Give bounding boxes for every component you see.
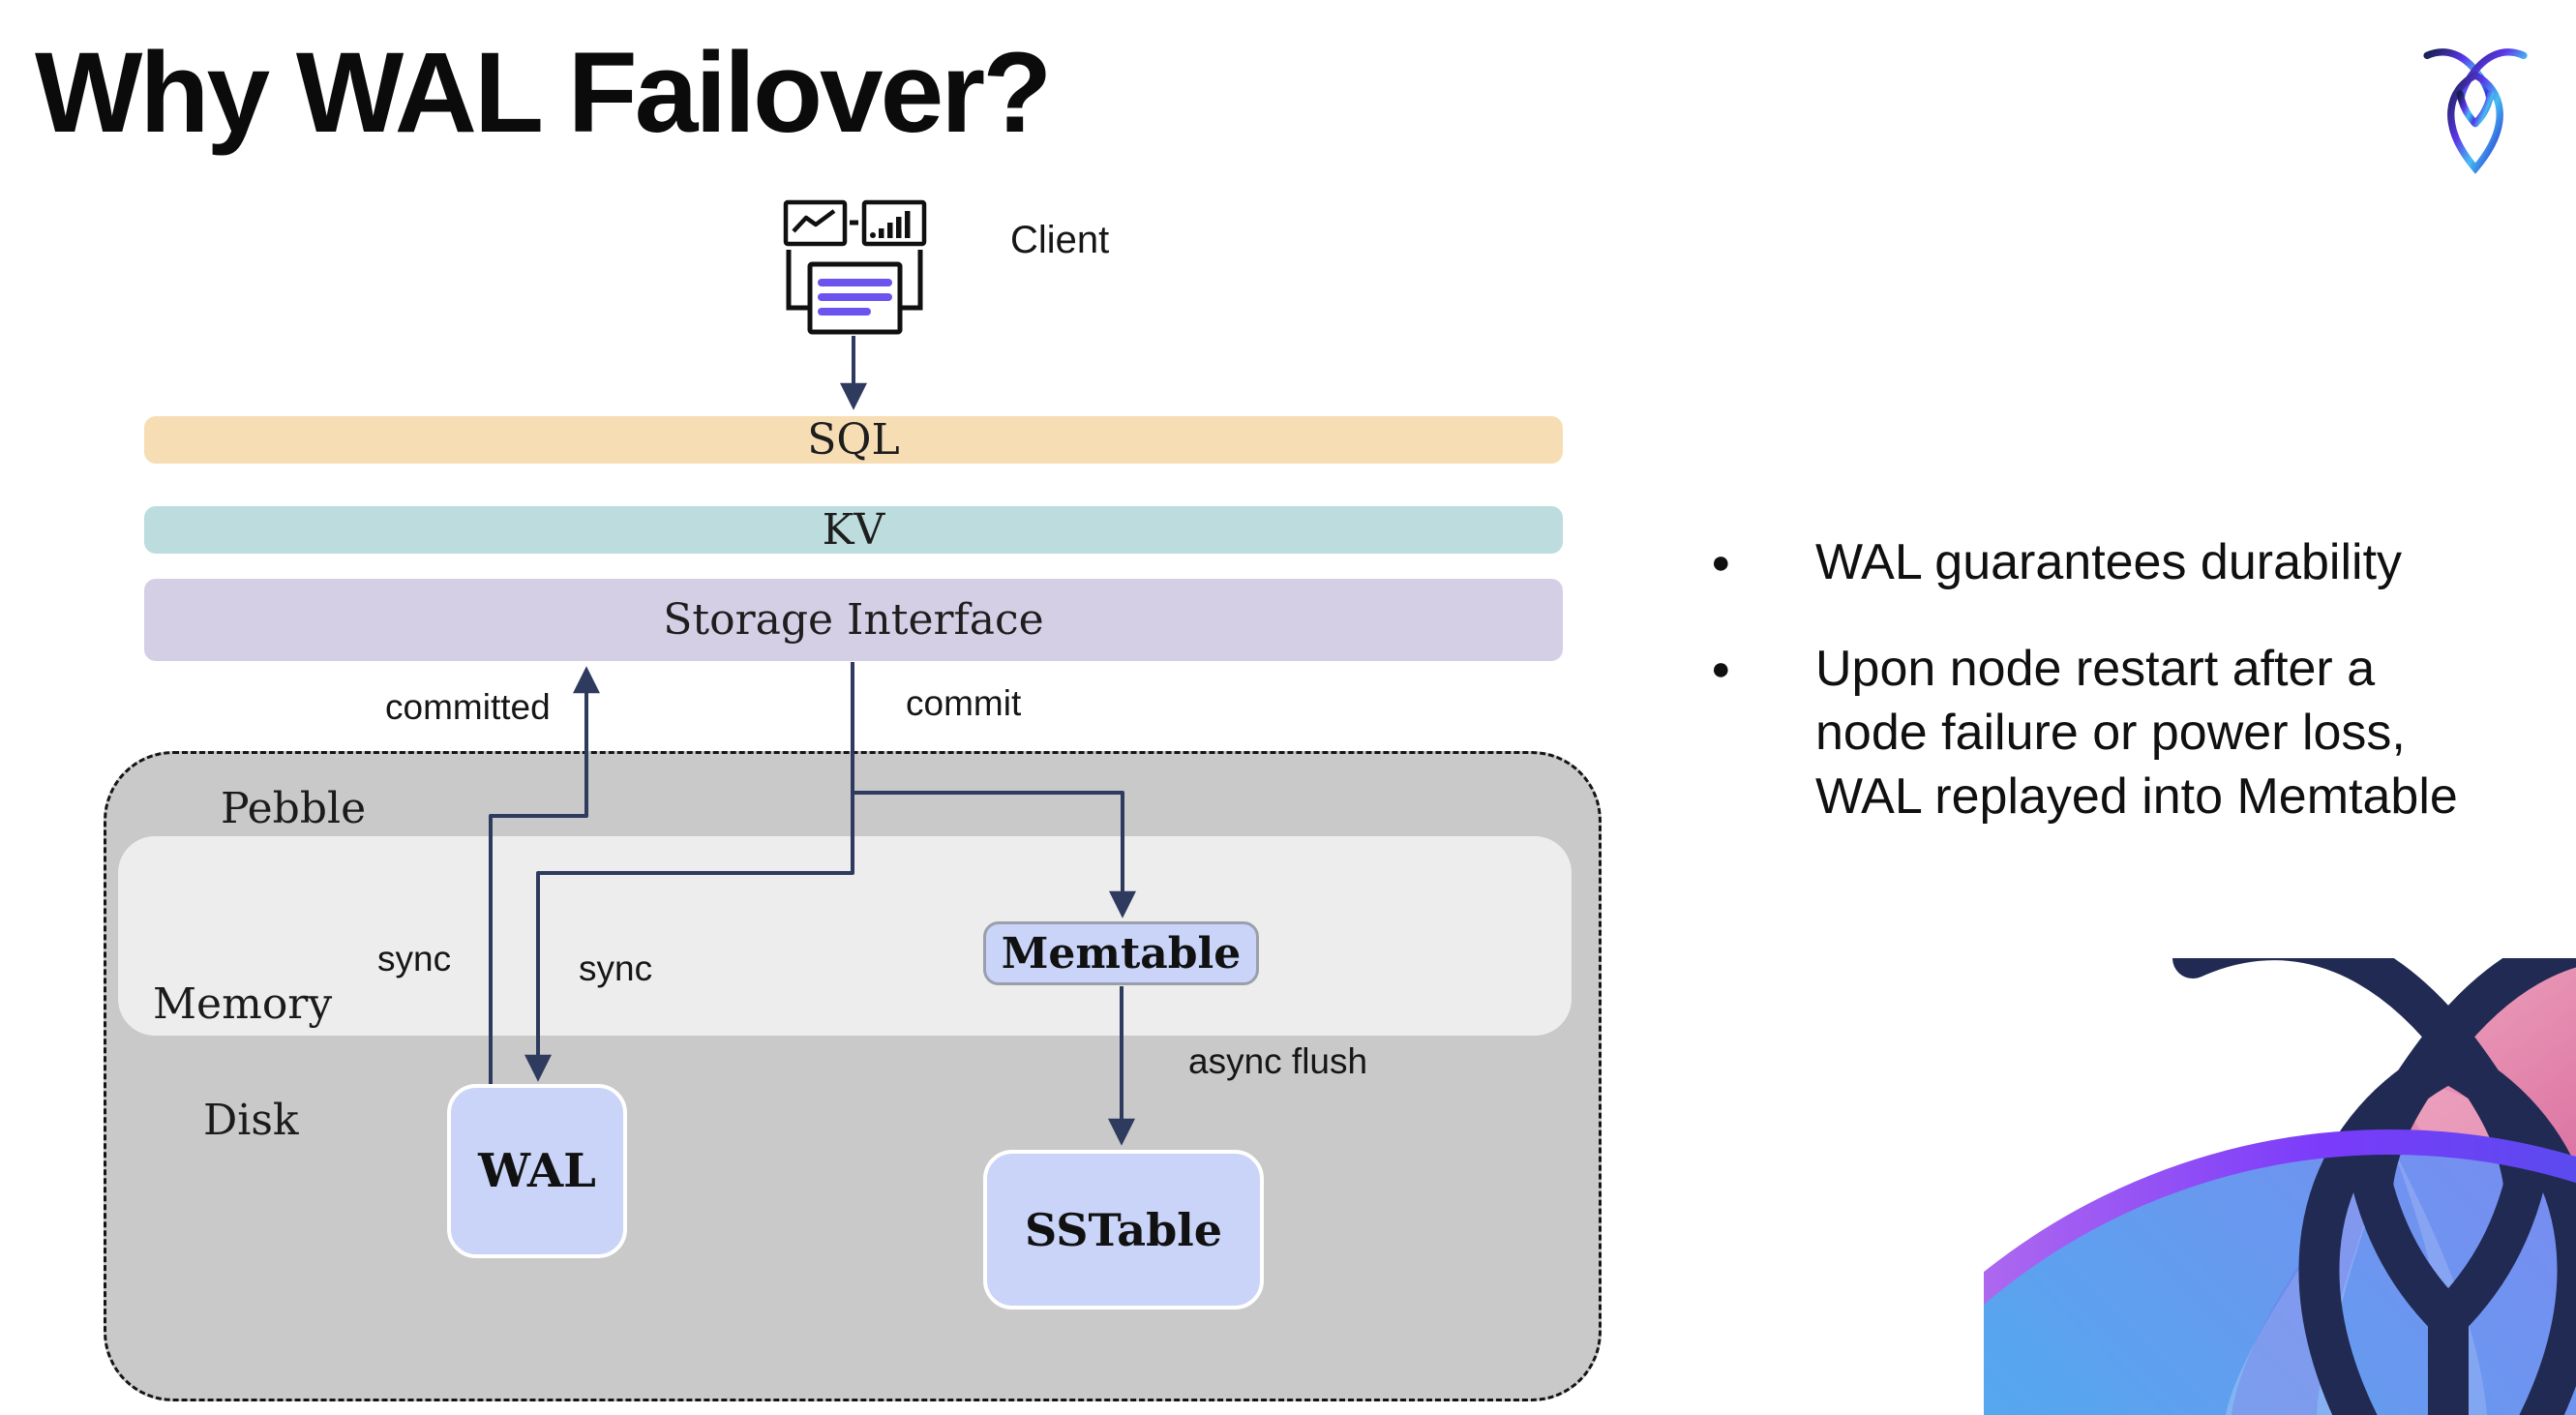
- memory-band: [118, 836, 1572, 1036]
- bullet-text: Upon node restart after a node failure o…: [1815, 641, 2458, 825]
- memory-label: Memory: [153, 979, 333, 1029]
- node-wal: WAL: [447, 1084, 627, 1258]
- cockroachdb-logo-icon: [2415, 45, 2535, 176]
- edge-label-sync-1: sync: [377, 939, 452, 978]
- node-sstable-label: SSTable: [1025, 1203, 1222, 1256]
- layer-sql-label: SQL: [807, 415, 900, 465]
- list-item: ● Upon node restart after a node failure…: [1711, 637, 2485, 828]
- node-memtable: Memtable: [983, 921, 1259, 985]
- client-label: Client: [1010, 219, 1110, 261]
- edge-label-commit: commit: [906, 683, 1022, 723]
- edge-label-sync-2: sync: [579, 948, 653, 988]
- bullet-dot: ●: [1711, 650, 1731, 687]
- page-title: Why WAL Failover?: [35, 29, 1052, 157]
- node-wal-label: WAL: [478, 1144, 596, 1198]
- layer-kv-label: KV: [822, 505, 885, 555]
- layer-kv: KV: [144, 505, 1563, 555]
- node-sstable: SSTable: [983, 1150, 1264, 1310]
- client-apps-icon: [772, 194, 927, 339]
- layer-storage-interface: Storage Interface: [144, 579, 1563, 661]
- pebble-label: Pebble: [221, 784, 367, 833]
- bullet-list: ● WAL guarantees durability ● Upon node …: [1711, 530, 2485, 828]
- bullet-text: WAL guarantees durability: [1815, 534, 2403, 590]
- layer-storage-label: Storage Interface: [663, 595, 1044, 645]
- brand-corner-art: [1984, 958, 2576, 1415]
- list-item: ● WAL guarantees durability: [1711, 530, 2485, 594]
- disk-label: Disk: [203, 1096, 299, 1145]
- layer-sql: SQL: [144, 415, 1563, 465]
- node-memtable-label: Memtable: [1001, 928, 1242, 978]
- sphere-rim: [1984, 1129, 2576, 1305]
- bullet-dot: ●: [1711, 544, 1731, 581]
- edge-label-async-flush: async flush: [1188, 1041, 1368, 1081]
- edge-label-committed: committed: [385, 687, 551, 727]
